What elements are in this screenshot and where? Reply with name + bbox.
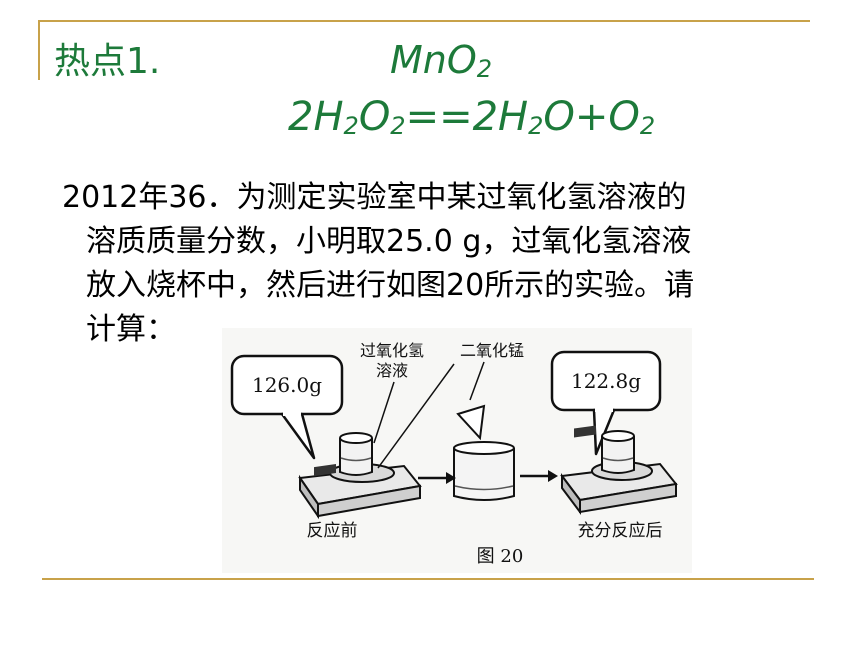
top-rule <box>40 20 810 22</box>
eq-sub: 2 <box>528 112 544 140</box>
label-h2o2-line2: 溶液 <box>376 361 408 380</box>
problem-line: 放入烧杯中，然后进行如图20所示的实验。请 <box>86 268 695 303</box>
eq-part: 2H <box>288 94 344 140</box>
eq-sub: 2 <box>639 112 656 140</box>
problem-line: 计算： <box>86 312 176 347</box>
reading-before: 126.0g <box>252 373 322 397</box>
figure-caption: 图 20 <box>477 546 524 567</box>
eq-part: ==2H <box>405 94 529 140</box>
catalyst-base: MnO <box>390 38 477 82</box>
left-rule <box>38 20 40 80</box>
reading-after: 122.8g <box>571 369 641 393</box>
eq-sub: 2 <box>390 112 406 140</box>
pointer-line-beaker <box>377 363 455 469</box>
label-mno2: 二氧化锰 <box>460 341 524 360</box>
pointer-line-mno2 <box>469 361 485 401</box>
caption-after: 充分反应后 <box>578 521 663 541</box>
problem-line: 溶质质量分数，小明取25.0 g，过氧化氢溶液 <box>86 224 692 259</box>
balance-after <box>560 425 678 515</box>
eq-part: O <box>358 94 391 140</box>
mno2-addition <box>453 404 515 501</box>
catalyst-formula: MnO2 <box>390 38 492 83</box>
callout-before: 126.0g <box>230 354 344 460</box>
slide-title-label: 热点1. <box>54 41 161 82</box>
callout-after: 122.8g <box>550 350 662 456</box>
bottom-rule <box>42 578 814 580</box>
eq-part: O+O <box>543 94 640 140</box>
experiment-figure: 126.0g 过氧化氢 溶液 二氧化锰 122.8g <box>222 328 692 573</box>
balance-before <box>298 432 422 520</box>
problem-line: 2012年36．为测定实验室中某过氧化氢溶液的 <box>62 180 687 215</box>
problem-text: 2012年36．为测定实验室中某过氧化氢溶液的 溶质质量分数，小明取25.0 g… <box>62 176 822 352</box>
arrow-right <box>520 470 558 482</box>
eq-sub: 2 <box>343 112 359 140</box>
arrow-left <box>418 472 456 484</box>
catalyst-subscript: 2 <box>476 55 493 83</box>
reaction-equation: 2H2O2==2H2O+O2 <box>288 94 655 140</box>
label-h2o2-line1: 过氧化氢 <box>360 341 424 360</box>
pointer-line-h2o2 <box>373 381 395 444</box>
caption-before: 反应前 <box>307 521 358 541</box>
